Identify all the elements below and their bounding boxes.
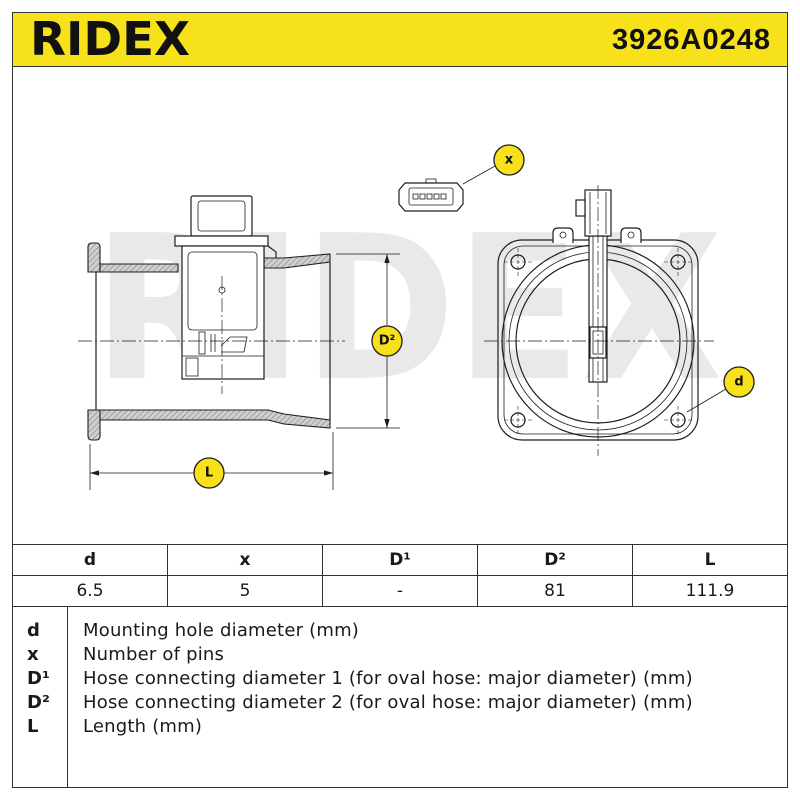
mounting-holes	[504, 248, 692, 434]
mounting-ear-right	[620, 227, 642, 243]
part-number: 3926A0248	[612, 24, 771, 56]
table-header-D1: D¹	[323, 545, 478, 575]
brand-logo: RIDEX	[30, 19, 190, 63]
legend-key: D¹	[27, 667, 50, 689]
sensor-element-c	[185, 357, 199, 377]
tube-wall-top-left	[99, 263, 179, 273]
callout-d-circle	[723, 366, 755, 398]
callout-d-label: d	[734, 375, 743, 390]
legend-description: Hose connecting diameter 1 (for oval hos…	[83, 667, 693, 689]
callout-L-label: L	[205, 466, 213, 481]
header-bar: RIDEX 3926A0248	[13, 13, 787, 67]
callout-x-leader	[462, 165, 496, 185]
legend: d Mounting hole diameter (mm) x Number o…	[13, 607, 787, 787]
table-value-D2: 81	[478, 576, 633, 606]
legend-row-L: L Length (mm)	[13, 714, 787, 738]
legend-key: L	[27, 715, 39, 737]
dimension-L: L	[89, 432, 334, 490]
table-header-x: x	[168, 545, 323, 575]
legend-key: D²	[27, 691, 50, 713]
datasheet: RIDEX 3926A0248 RIDEX	[12, 12, 788, 788]
inlet-flange-bottom	[87, 409, 101, 441]
legend-key: x	[27, 643, 39, 665]
front-connector-tab	[575, 199, 586, 217]
legend-row-d: d Mounting hole diameter (mm)	[13, 618, 787, 642]
callout-D2-label: D²	[379, 334, 396, 349]
connector-socket	[408, 187, 454, 206]
front-view-drawing: d	[484, 185, 755, 456]
table-header-d: d	[13, 545, 168, 575]
callout-D2-circle	[371, 325, 403, 357]
connector-pin	[412, 193, 419, 200]
connector-drawing: x	[398, 144, 525, 212]
callout-L-circle	[193, 457, 225, 489]
callout-x-circle	[493, 144, 525, 176]
legend-description: Number of pins	[83, 643, 225, 665]
connector-pin	[433, 193, 440, 200]
connector-pin	[419, 193, 426, 200]
legend-description: Mounting hole diameter (mm)	[83, 619, 360, 641]
connector-pin	[440, 193, 447, 200]
table-header-L: L	[704, 550, 716, 570]
sensor-probe	[181, 245, 265, 380]
legend-row-D2: D² Hose connecting diameter 2 (for oval …	[13, 690, 787, 714]
legend-row-D1: D¹ Hose connecting diameter 1 (for oval …	[13, 666, 787, 690]
dimensions-table-values: 6.5 5 - 81 111.9	[13, 576, 787, 607]
dimensions-table: d x D¹ D² L 6.5 5 - 81 111.9	[13, 544, 787, 607]
sensor-element-b	[220, 336, 248, 353]
dimension-D2: D²	[336, 253, 403, 429]
connector-outline	[398, 182, 464, 212]
table-header-D2: D²	[478, 545, 633, 575]
callout-d-leader	[686, 388, 727, 413]
tube-wall-bottom	[99, 409, 331, 429]
callout-x-label: x	[505, 153, 514, 168]
sensor-element-a	[198, 331, 206, 355]
side-view-drawing	[78, 195, 345, 441]
inlet-flange-top	[87, 242, 101, 273]
table-value-d: 6.5	[13, 576, 168, 606]
table-value-D1: -	[323, 576, 478, 606]
legend-row-x: x Number of pins	[13, 642, 787, 666]
technical-drawing: RIDEX	[78, 144, 755, 490]
sensor-connector-inner	[197, 200, 246, 232]
technical-drawing-area: RIDEX	[13, 67, 787, 544]
sensor-mounting-plate	[174, 235, 269, 247]
mounting-ear-left	[552, 227, 574, 243]
connector-pin	[426, 193, 433, 200]
table-value-x: 5	[168, 576, 323, 606]
connector-latch	[425, 178, 437, 184]
dimensions-table-header: d x D¹ D² L	[13, 545, 787, 576]
brand-logo-text: RIDEX	[30, 19, 190, 63]
legend-description: Hose connecting diameter 2 (for oval hos…	[83, 691, 693, 713]
legend-description: Length (mm)	[83, 715, 203, 737]
legend-key: d	[27, 619, 40, 641]
table-value-L: 111.9	[685, 581, 735, 601]
sensor-probe-window	[187, 251, 258, 331]
sensor-connector-housing	[190, 195, 253, 237]
